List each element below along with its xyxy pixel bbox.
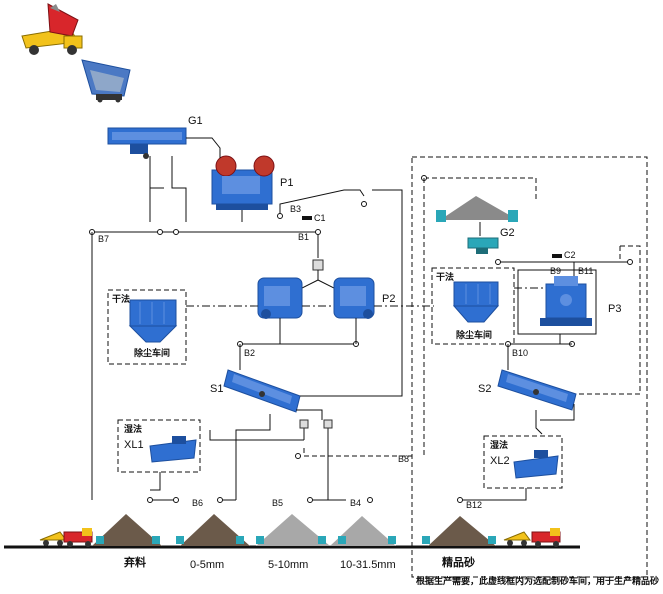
label-b11: B11 [578,266,593,276]
jaw-crusher-p1 [211,155,275,210]
label-s2: S2 [478,383,491,395]
dust2-method: 干法 [436,271,454,282]
label-b10: B10 [512,348,528,358]
impact-crusher-p2-right [333,277,375,319]
stockpile-fine-sand [428,516,496,546]
label-b3: B3 [290,204,301,214]
stockpile-0-5mm [180,514,250,546]
dust2-name: 除尘车间 [456,329,492,340]
stockpile-5-10mm [256,514,330,546]
label-b4: B4 [350,498,361,508]
label-b6: B6 [192,498,203,508]
truck-left-icon [63,528,93,547]
dust-box-1 [107,289,187,365]
label-p3: P3 [608,303,621,315]
vibrating-screen-s2 [497,369,577,411]
belt-supports [96,536,496,544]
product-fine-sand: 精品砂 [442,555,475,569]
splitter-valve-2-icon [299,419,333,429]
truck-right-icon [531,528,561,547]
wash-box-1 [117,419,201,473]
label-p2: P2 [382,293,395,305]
magnet-c2-icon [552,254,562,258]
hopper-icon [81,59,131,103]
optional-sand-frame [411,156,648,578]
wash2-method: 湿法 [490,439,508,450]
label-b9: B9 [550,266,561,276]
product-waste: 弃料 [123,555,146,569]
wash1-method: 湿法 [124,423,142,434]
sand-maker-p3 [540,276,592,326]
flow-g1-p1 [186,137,221,158]
footnote: 根据生产需要，此虚线框内为选配制砂车间，用于生产精品砂 [416,575,659,586]
splitter-valve-icon [312,259,324,280]
product-0-5mm: 0-5mm [190,559,224,571]
conveyor-b3 [279,189,365,216]
label-b1: B1 [298,232,309,242]
flow-s1-return [300,189,403,397]
label-b2: B2 [244,348,255,358]
product-10-31.5mm: 10-31.5mm [340,559,396,571]
label-b7: B7 [98,234,109,244]
dust1-name: 除尘车间 [134,347,170,358]
label-p1: P1 [280,177,293,189]
dust-collector-icon-2 [452,281,500,323]
wash-box-2 [483,435,563,489]
loader-right-icon [503,531,531,546]
feeder-g2-icon [467,237,499,254]
magnet-c1-icon [302,216,312,220]
label-g1: G1 [188,115,203,127]
label-b8: B8 [398,454,409,464]
label-xl2: XL2 [490,455,510,467]
vibrating-feeder-g1 [107,127,187,159]
stockpile-10-31.5mm [330,516,396,546]
dust-collector-icon-1 [128,299,178,343]
sand-washer-xl2-icon [513,450,559,479]
product-5-10mm: 5-10mm [268,559,308,571]
label-c1: C1 [314,213,326,223]
loader-left-icon [39,531,67,546]
dust-box-2 [431,267,515,345]
flow-g1-down [149,156,164,222]
vibrating-screen-s1 [223,369,301,413]
label-c2: C2 [564,250,576,260]
label-xl1: XL1 [124,439,144,451]
dust1-method: 干法 [112,293,130,304]
stockpile-feed-icon [436,196,518,222]
label-b12: B12 [466,500,482,510]
dump-truck-icon [21,3,83,55]
label-b5: B5 [272,498,283,508]
flow-g1-bypass [171,156,187,222]
sand-washer-xl1-icon [149,436,197,463]
impact-crusher-p2-left [257,277,303,319]
label-s1: S1 [210,383,223,395]
label-g2: G2 [500,227,515,239]
stockpile-waste [92,514,162,546]
